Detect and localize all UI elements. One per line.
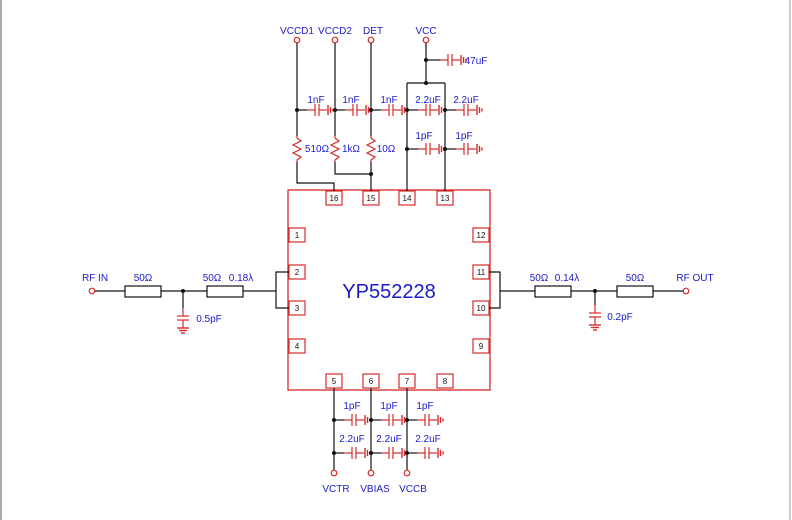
rf-in-line-1-label: 50Ω [134, 273, 153, 284]
rf-out-line-1 [534, 285, 572, 298]
label-rf-out: RF OUT [676, 273, 713, 284]
rf-out-line-1-length: 0.14λ [555, 273, 579, 284]
rf-in-line-2 [206, 285, 244, 298]
label-vccd1: VCCD1 [280, 26, 314, 37]
cap-vccb-1pf: 1pF [416, 401, 433, 412]
pin-4: 4 [295, 342, 300, 351]
rf-out-line-2-label: 50Ω [626, 273, 645, 284]
cap-vccd2-1nf: 1nF [342, 95, 359, 106]
cap-vcc-1pf-b: 1pF [455, 131, 472, 142]
pin-14: 14 [403, 194, 412, 203]
cap-det-1nf: 1nF [380, 95, 397, 106]
cap-vcc-1pf-a: 1pF [415, 131, 432, 142]
rf-in-line-2-length: 0.18λ [229, 273, 253, 284]
cap-vbias-2u2: 2.2uF [376, 434, 402, 445]
pin-13: 13 [441, 194, 450, 203]
cap-vctr-1pf: 1pF [343, 401, 360, 412]
res-10: 10Ω [377, 144, 396, 155]
ic-part-number: YP552228 [342, 281, 435, 303]
pin-9: 9 [479, 342, 484, 351]
cap-in-shunt: 0.5pF [196, 314, 222, 325]
rf-input-network: RF IN 50Ω 0.5pF 50Ω 0.18λ [82, 271, 289, 334]
pin-3: 3 [295, 304, 300, 313]
bottom-supply-network: 1pF 1pF 1pF 2.2uF 2.2uF 2.2uF VCTR VBIAS… [322, 388, 444, 495]
top-supply-network: VCCD1 VCCD2 DET VCC 47uF 1nF 1 [280, 26, 487, 191]
cap-vccb-2u2: 2.2uF [415, 434, 441, 445]
rf-out-line-2 [616, 285, 654, 298]
pin-15: 15 [367, 194, 376, 203]
pin-16: 16 [330, 194, 339, 203]
label-rf-in: RF IN [82, 273, 108, 284]
rf-out-line-1-label: 50Ω [530, 273, 549, 284]
cap-vccd1-1nf: 1nF [307, 95, 324, 106]
pin-11: 11 [477, 268, 486, 277]
cap-vcc-47uf: 47uF [465, 56, 488, 67]
label-det: DET [363, 26, 383, 37]
cap-vcc-2u2-a: 2.2uF [415, 95, 441, 106]
res-1k: 1kΩ [342, 144, 361, 155]
cap-vctr-2u2: 2.2uF [339, 434, 365, 445]
label-vctr: VCTR [322, 484, 349, 495]
label-vccb: VCCB [399, 484, 427, 495]
pin-8: 8 [443, 377, 448, 386]
pin-5: 5 [332, 377, 337, 386]
pin-6: 6 [369, 377, 374, 386]
pin-10: 10 [477, 304, 486, 313]
res-510: 510Ω [305, 144, 330, 155]
rf-in-line-2-label: 50Ω [203, 273, 222, 284]
pin-2: 2 [295, 268, 300, 277]
rf-output-network: 50Ω 0.14λ 0.2pF 50Ω RF OUT [489, 271, 714, 331]
pin-12: 12 [477, 231, 486, 240]
cap-vcc-2u2-b: 2.2uF [453, 95, 479, 106]
pin-7: 7 [405, 377, 410, 386]
label-vccd2: VCCD2 [318, 26, 352, 37]
cap-vbias-1pf: 1pF [380, 401, 397, 412]
rf-in-line-1 [124, 285, 162, 298]
ic-body [287, 189, 491, 391]
cap-out-shunt: 0.2pF [607, 312, 633, 323]
pin-1: 1 [295, 231, 300, 240]
label-vbias: VBIAS [360, 484, 390, 495]
label-vcc: VCC [415, 26, 436, 37]
